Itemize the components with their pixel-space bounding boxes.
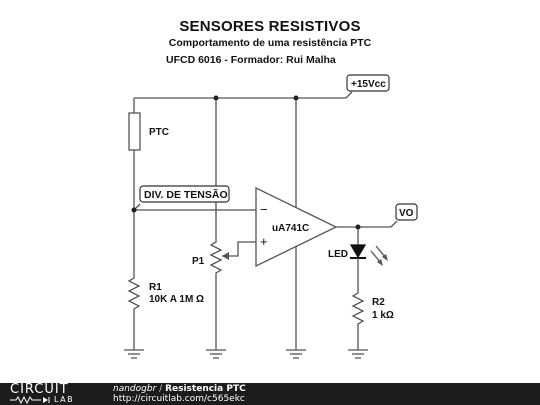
ground-p1	[206, 349, 226, 359]
p1-wiper-arrow	[222, 252, 229, 260]
led-label: LED	[328, 249, 348, 260]
author-link[interactable]: nandogbr	[113, 384, 157, 394]
r1-value-label: 10K A 1M Ω	[149, 294, 204, 305]
r2-resistor	[351, 288, 365, 330]
divider-tag-box	[139, 185, 230, 203]
wire-vcc-tag	[345, 91, 353, 99]
logo-text-top: CIRCUIT	[10, 382, 69, 397]
vcc-label: +15Vcc	[351, 79, 386, 90]
logo-wave-icon	[10, 396, 50, 404]
ground-opamp	[286, 349, 306, 359]
divider-label: DIV. DE TENSÃO	[144, 188, 228, 201]
circuitlab-logo[interactable]: CIRCUIT LAB	[10, 382, 96, 405]
wire-p1-wiper	[222, 241, 256, 257]
r1-name-label: R1	[149, 282, 162, 293]
project-name-link[interactable]: Resistencia PTC	[165, 384, 246, 394]
opamp-minus-label: −	[260, 202, 268, 217]
circuit-schematic: +15Vcc DIV. DE TENSÃO VO PTC uA741C − + …	[124, 74, 418, 359]
ptc-label: PTC	[149, 127, 169, 138]
junction-left-divider	[131, 207, 137, 213]
vo-tag-box	[395, 203, 418, 221]
led-arrowhead-2	[382, 254, 388, 261]
vcc-tag-box	[346, 74, 390, 92]
p1-label: P1	[192, 256, 205, 267]
diagram-subtitle: Comportamento de uma resistência PTC	[168, 37, 372, 49]
r1-resistor	[127, 272, 141, 314]
ground-r1	[124, 349, 144, 359]
footer-bar: CIRCUIT LAB nandogbr / Resistencia PTC h…	[0, 382, 540, 405]
junction-top-opamp	[293, 95, 299, 101]
diagram-title: SENSORES RESISTIVOS	[179, 18, 361, 35]
r2-name-label: R2	[372, 297, 385, 308]
credit-separator: /	[159, 384, 163, 394]
opamp-uA741C	[255, 186, 338, 268]
wire-vo-tag	[390, 220, 398, 228]
p1-potentiometer	[209, 238, 223, 278]
vo-label: VO	[399, 208, 414, 219]
junction-top-p1	[213, 95, 219, 101]
r2-value-label: 1 kΩ	[372, 310, 394, 321]
course-line: UFCD 6016 - Formador: Rui Malha	[166, 54, 336, 66]
opamp-label: uA741C	[272, 223, 309, 234]
opamp-plus-label: +	[260, 234, 268, 249]
junction-output-led	[355, 224, 361, 230]
project-url-link[interactable]: http://circuitlab.com/c565ekc	[113, 394, 245, 404]
led-arrowhead-1	[377, 259, 383, 266]
footer-credit: nandogbr / Resistencia PTC	[113, 384, 246, 394]
logo-text-bottom: LAB	[54, 395, 75, 404]
ground-r2	[348, 349, 368, 359]
ptc-resistor	[128, 112, 141, 151]
led-diode	[349, 244, 367, 259]
